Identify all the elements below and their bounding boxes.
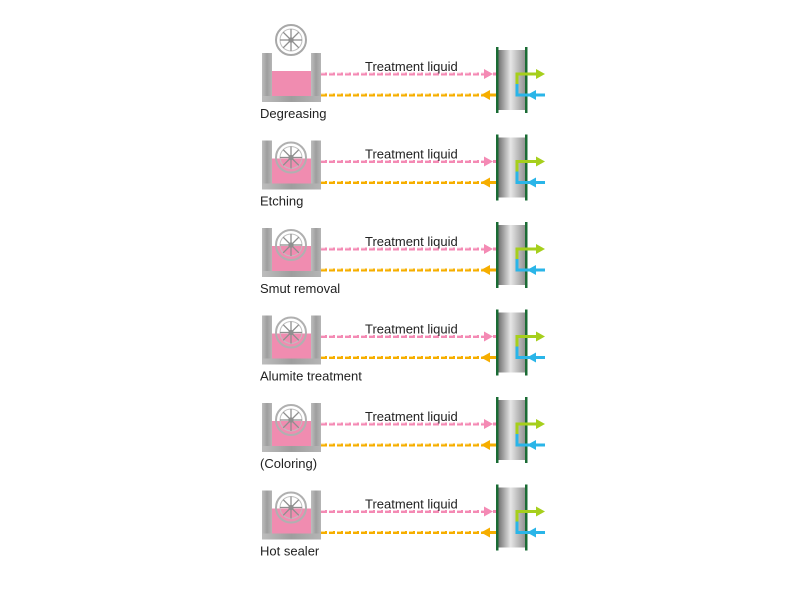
stage-row-1: Treatment liquid Degreasing: [260, 24, 545, 121]
return-liquid-line: [321, 434, 512, 450]
heat-exchanger-icon: [496, 222, 528, 288]
stage-row-6: Treatment liquid Hot sealer: [260, 484, 545, 559]
arrow-icon: [536, 156, 545, 167]
stage-label: (Coloring): [260, 456, 317, 471]
arrow-icon: [484, 244, 493, 254]
inlet-line: [515, 171, 545, 188]
impeller-icon: [275, 316, 307, 349]
arrow-icon: [481, 527, 490, 538]
arrow-icon: [527, 440, 536, 450]
impeller-icon: [275, 229, 307, 261]
outlet-line: [515, 331, 545, 347]
arrow-icon: [527, 177, 536, 188]
heat-exchanger-icon: [496, 484, 528, 551]
arrow-icon: [481, 90, 490, 100]
stage-row-3: Treatment liquid Smut removal: [260, 222, 545, 296]
impeller-icon: [275, 24, 307, 56]
inlet-line: [515, 346, 545, 363]
arrow-icon: [484, 156, 493, 167]
outlet-line: [515, 506, 545, 522]
stage-label: Alumite treatment: [260, 369, 362, 384]
return-liquid-line: [321, 521, 512, 538]
stage-row-5: Treatment liquid (Coloring): [260, 397, 545, 471]
arrow-icon: [536, 419, 545, 429]
return-liquid-line: [321, 259, 512, 275]
arrow-icon: [484, 506, 493, 517]
return-liquid-line: [321, 84, 512, 100]
outlet-line: [515, 69, 545, 84]
arrow-icon: [481, 265, 490, 275]
treatment-liquid-label: Treatment liquid: [365, 409, 458, 424]
treatment-liquid-label: Treatment liquid: [365, 147, 458, 162]
stage-row-2: Treatment liquid Etching: [260, 134, 545, 209]
inlet-line: [515, 84, 545, 100]
heat-exchanger-icon: [496, 134, 528, 201]
heat-exchanger-icon: [496, 47, 528, 113]
arrow-icon: [527, 90, 536, 100]
treatment-liquid-label: Treatment liquid: [365, 59, 458, 74]
impeller-icon: [275, 141, 307, 174]
arrow-icon: [484, 419, 493, 429]
arrow-icon: [536, 331, 545, 342]
outlet-line: [515, 244, 545, 259]
impeller-icon: [275, 491, 307, 524]
arrow-icon: [481, 352, 490, 363]
treatment-liquid-label: Treatment liquid: [365, 497, 458, 512]
treatment-liquid-label: Treatment liquid: [365, 322, 458, 337]
arrow-icon: [527, 527, 536, 538]
stage-label: Degreasing: [260, 106, 327, 121]
arrow-icon: [536, 69, 545, 79]
arrow-icon: [481, 440, 490, 450]
return-liquid-line: [321, 171, 512, 188]
return-liquid-line: [321, 346, 512, 363]
heat-exchanger-icon: [496, 309, 528, 376]
inlet-line: [515, 259, 545, 275]
stage-row-4: Treatment liquid Alumite treatment: [260, 309, 545, 384]
inlet-line: [515, 434, 545, 450]
stages-container: Treatment liquid Degreasing: [260, 24, 545, 559]
arrow-icon: [536, 506, 545, 517]
arrow-icon: [527, 265, 536, 275]
arrow-icon: [484, 69, 493, 79]
stage-label: Hot sealer: [260, 544, 320, 559]
treatment-liquid-label: Treatment liquid: [365, 234, 458, 249]
heat-exchanger-icon: [496, 397, 528, 463]
outlet-line: [515, 156, 545, 172]
arrow-icon: [527, 352, 536, 363]
stage-label: Smut removal: [260, 281, 340, 296]
tank-icon: [262, 53, 321, 102]
arrow-icon: [481, 177, 490, 188]
inlet-line: [515, 521, 545, 538]
outlet-line: [515, 419, 545, 434]
stage-label: Etching: [260, 194, 303, 209]
arrow-icon: [484, 331, 493, 342]
impeller-icon: [275, 404, 307, 436]
arrow-icon: [536, 244, 545, 254]
